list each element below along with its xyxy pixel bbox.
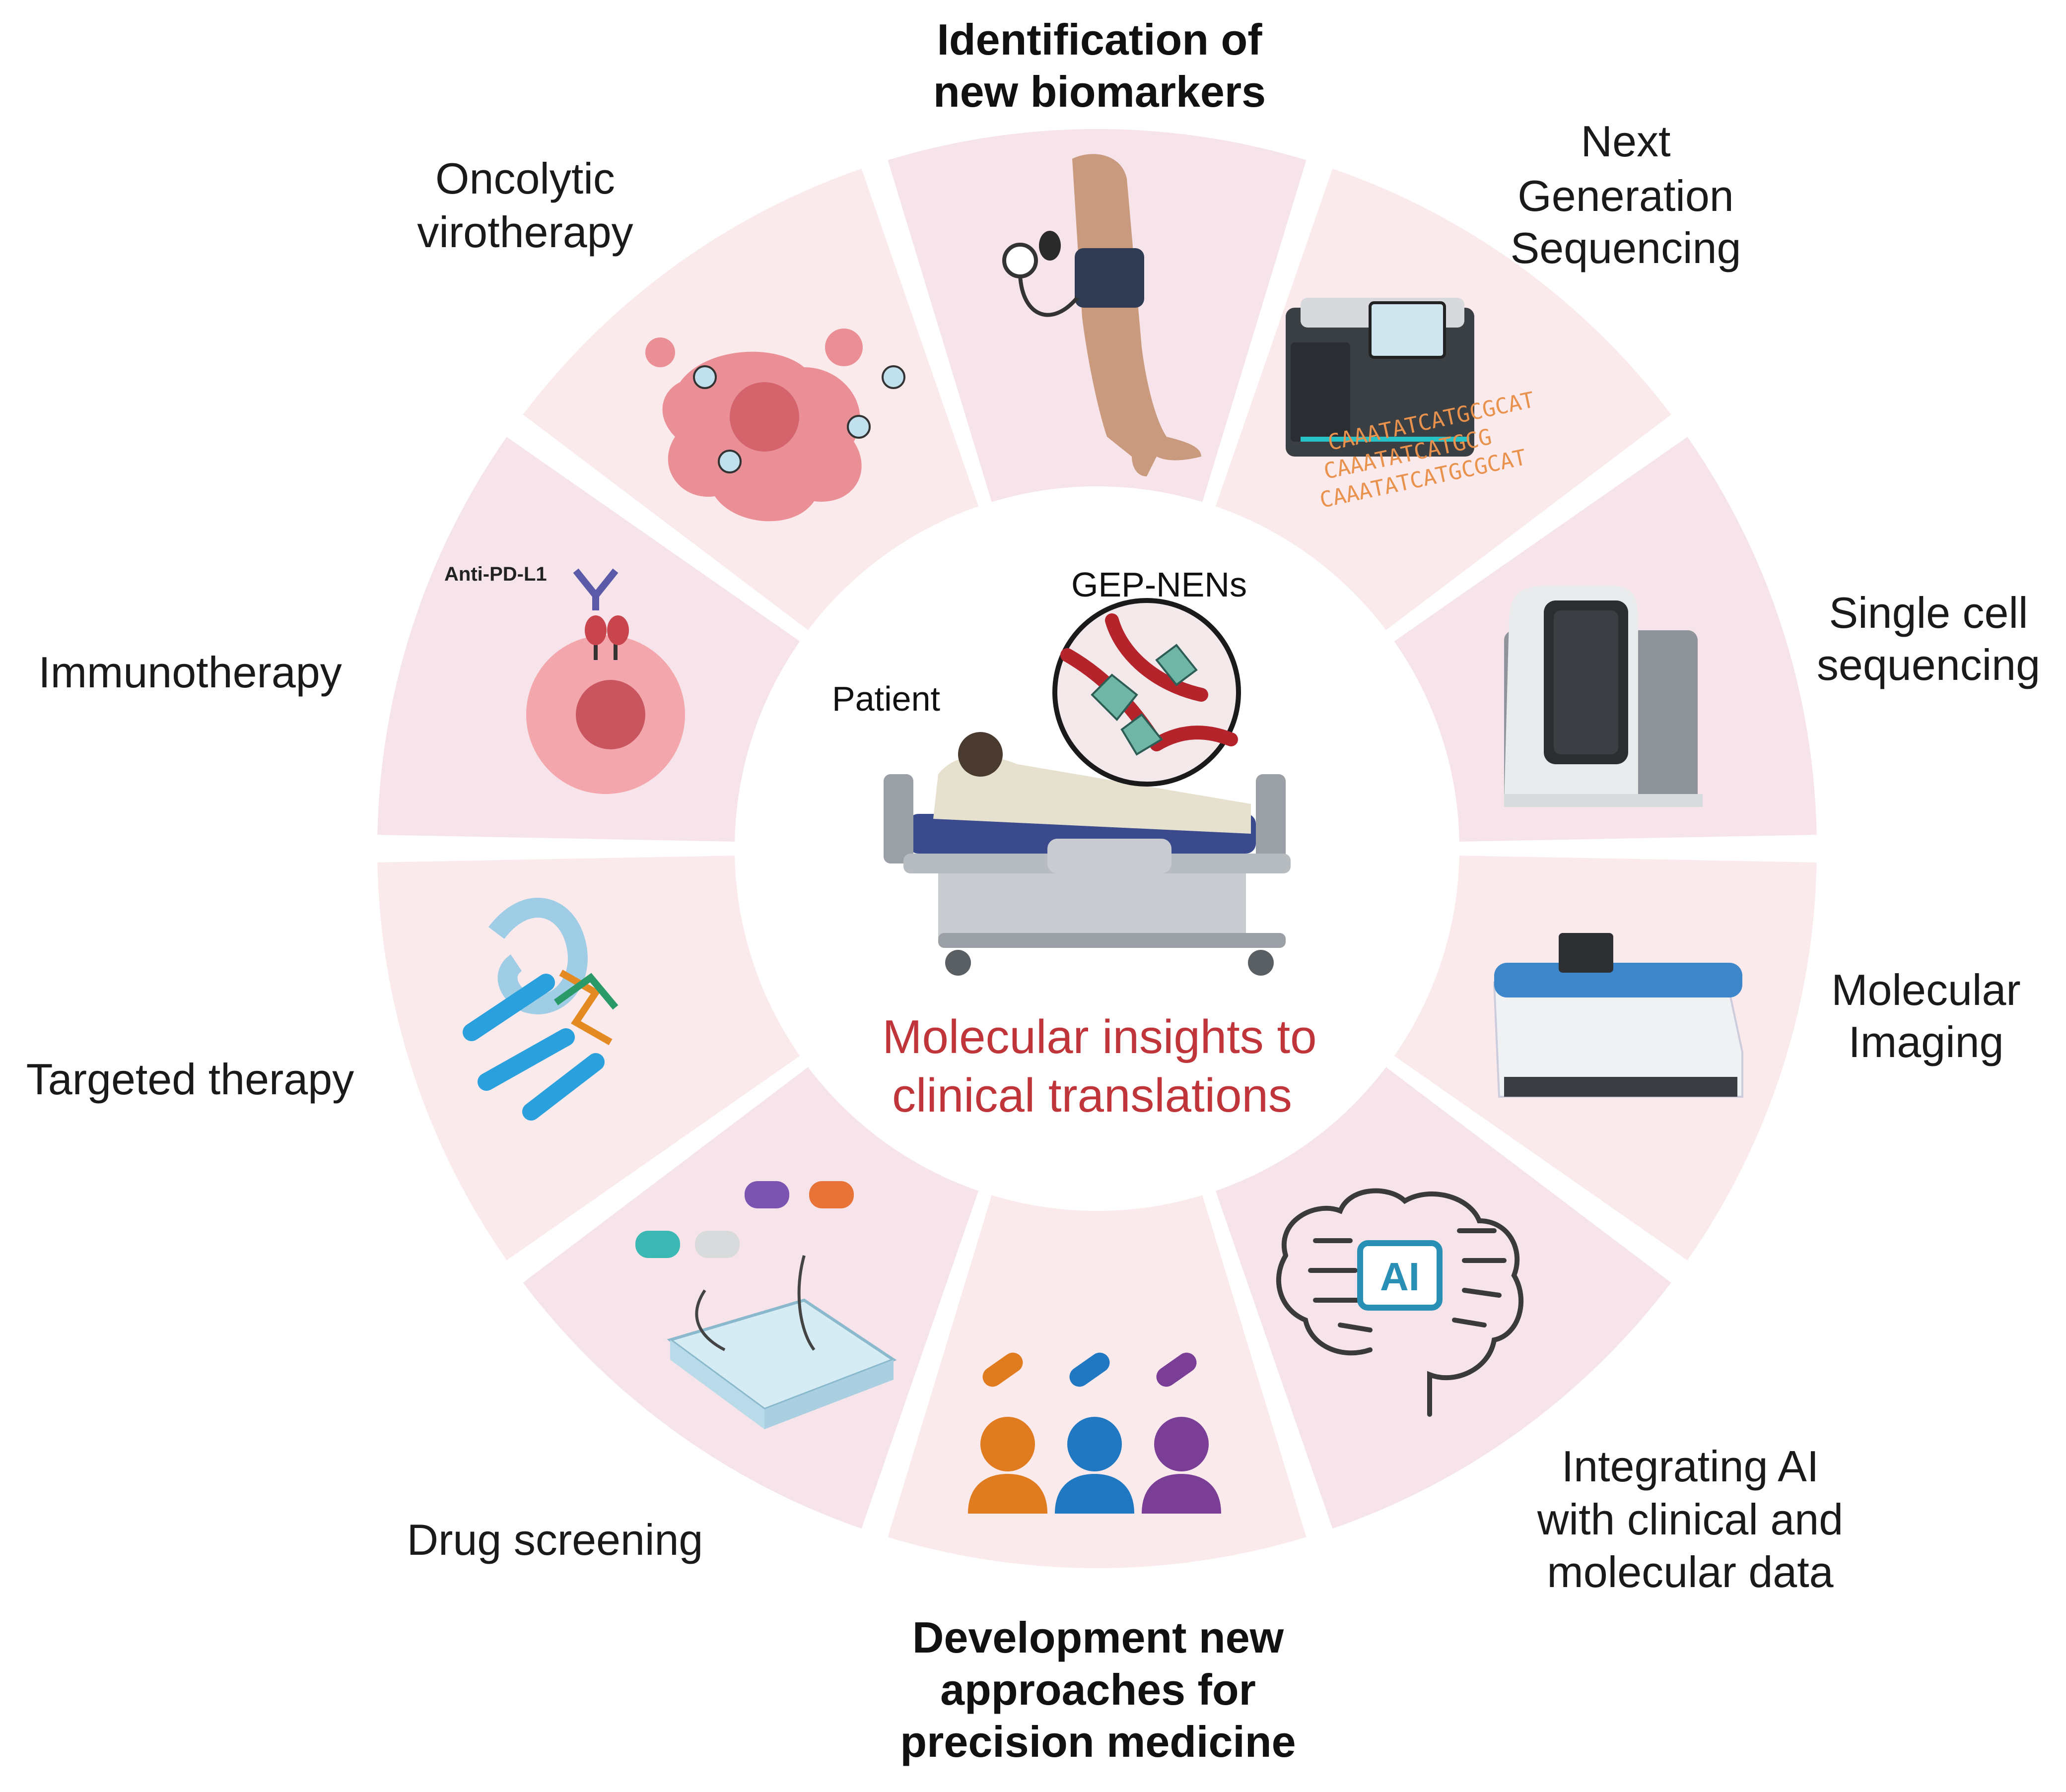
ai-label-line2: with clinical and [1537,1495,1843,1544]
center-title-line2: clinical translations [892,1069,1292,1122]
ngs-label-line1: Next [1581,117,1671,166]
protein-structure-icon [463,898,619,1121]
precision-label-line2: approaches for [940,1665,1256,1714]
ngs-label-line3: Sequencing [1511,223,1741,272]
segment-label-immunotherapy: Immunotherapy [38,648,342,697]
segment-label-biomarkers: Identification of new biomarkers [933,15,1266,116]
segment-label-precision-medicine: Development new approaches for precision… [900,1613,1296,1766]
ngs-label-line2: Generation [1517,171,1733,220]
precision-label-line3: precision medicine [900,1717,1296,1766]
segment-label-single-cell: Single cell sequencing [1817,588,2040,689]
biomarkers-label-line1: Identification of [937,15,1262,64]
immunotherapy-label: Immunotherapy [38,648,342,697]
segment-drug-screening [523,1064,980,1529]
molecular-imaging-label-line1: Molecular [1831,965,2020,1014]
segment-label-oncolytic: Oncolytic virotherapy [417,154,633,257]
well-plate-icon [635,1181,897,1429]
segment-label-targeted-therapy: Targeted therapy [26,1055,354,1104]
patient-label: Patient [832,679,940,718]
single-cell-device-icon [1504,586,1703,807]
oncolytic-label-line2: virotherapy [417,207,633,257]
patient-bed-icon [884,732,1291,976]
segment-label-ngs: Next Generation Sequencing [1511,117,1741,272]
blue-patient-icon [1055,1352,1134,1514]
imaging-device-icon [1493,933,1743,1098]
ai-badge: AI [1357,1240,1443,1311]
drug-screening-label: Drug screening [407,1515,703,1564]
single-cell-label-line1: Single cell [1829,588,2028,637]
targeted-therapy-label: Targeted therapy [26,1055,354,1104]
purple-patient-icon [1142,1352,1221,1514]
blood-pressure-arm-icon [1002,154,1201,477]
ai-badge-text: AI [1380,1255,1420,1299]
biomarkers-label-line2: new biomarkers [933,67,1266,116]
segment-label-drug-screening: Drug screening [407,1515,703,1564]
gep-nens-magnifier-icon [1052,598,1241,787]
antibody-cell-icon [526,568,685,794]
segment-ai [1214,1064,1671,1529]
patients-pills-icon [968,1352,1221,1514]
molecular-imaging-label-line2: Imaging [1848,1017,2003,1066]
gep-nens-label: GEP-NENs [1071,565,1247,604]
segment-label-molecular-imaging: Molecular Imaging [1831,965,2020,1066]
center-title-line1: Molecular insights to [882,1010,1316,1063]
wheel-segments [377,129,1817,1569]
ai-label-line1: Integrating AI [1562,1442,1819,1491]
ai-brain-icon [1276,1188,1523,1417]
ai-label-line3: molecular data [1547,1547,1833,1596]
precision-label-line1: Development new [912,1613,1284,1662]
oncolytic-label-line1: Oncolytic [435,154,615,203]
segment-precision-medicine [888,1190,1307,1569]
segment-label-ai: Integrating AI with clinical and molecul… [1537,1442,1843,1596]
anti-pd-l1-label: Anti-PD-L1 [444,563,547,585]
sequencer-machine-icon [1286,298,1474,457]
orange-patient-icon [968,1352,1047,1514]
single-cell-label-line2: sequencing [1817,640,2040,689]
virus-tumor-icon [645,329,905,522]
